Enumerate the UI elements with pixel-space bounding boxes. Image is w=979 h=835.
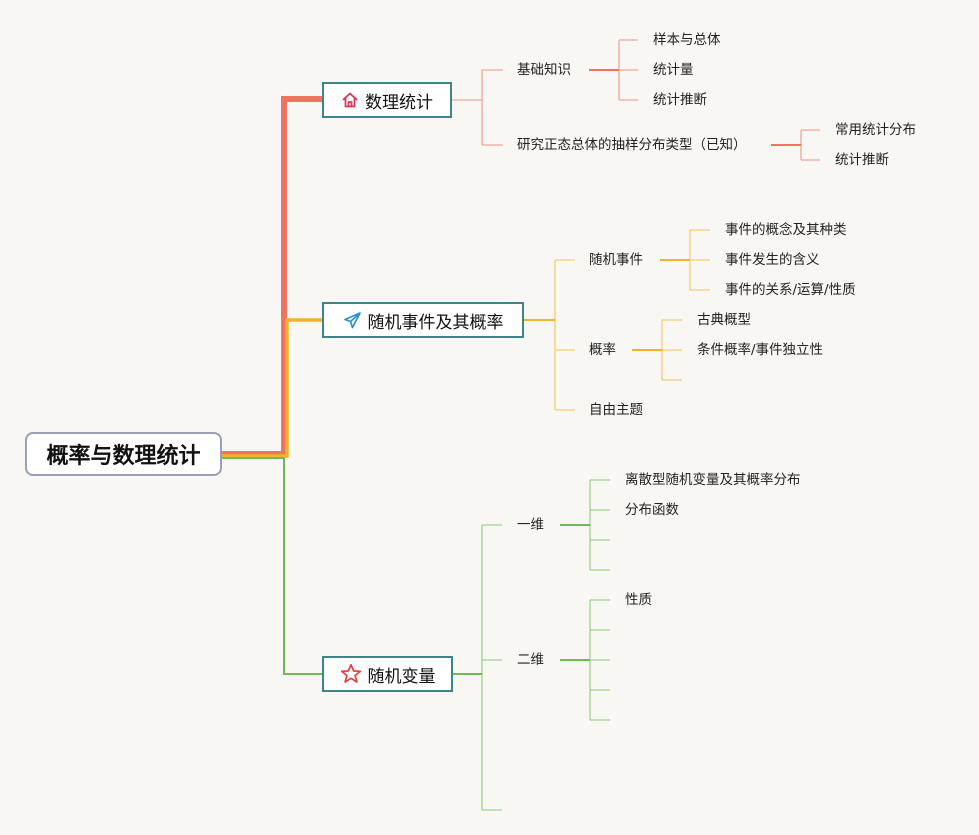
subtopic-basic-knowledge[interactable]: 基础知识 (517, 62, 571, 78)
leaf-common-distributions[interactable]: 常用统计分布 (835, 122, 916, 138)
leaf-distribution-function[interactable]: 分布函数 (625, 502, 679, 518)
root-to-topic-2-line (222, 318, 323, 458)
root-topic-label: 概率与数理统计 (46, 444, 201, 469)
home-icon (341, 91, 359, 109)
topic-label: 数理统计 (365, 92, 433, 113)
leaf-classical-probability[interactable]: 古典概型 (697, 312, 751, 328)
leaf-event-occurrence-meaning[interactable]: 事件发生的含义 (725, 252, 820, 268)
leaf-conditional-probability[interactable]: 条件概率/事件独立性 (697, 342, 824, 358)
topic-mathematical-statistics[interactable]: 数理统计 (322, 82, 452, 118)
subtopic-one-dimensional[interactable]: 一维 (517, 517, 544, 533)
topic-label: 随机事件及其概率 (367, 312, 504, 333)
leaf-sample-population[interactable]: 样本与总体 (653, 32, 721, 48)
subtopic-probability[interactable]: 概率 (589, 342, 616, 358)
star-icon (340, 663, 362, 685)
leaf-statistical-inference-2[interactable]: 统计推断 (835, 152, 889, 168)
leaf-event-relations-operations[interactable]: 事件的关系/运算/性质 (725, 282, 856, 298)
subtopic-free-topic[interactable]: 自由主题 (589, 402, 643, 418)
subtopic-two-dimensional[interactable]: 二维 (517, 652, 544, 668)
leaf-discrete-random-variable[interactable]: 离散型随机变量及其概率分布 (625, 472, 801, 488)
leaf-event-concept-types[interactable]: 事件的概念及其种类 (725, 222, 847, 238)
root-to-topic-3-line (222, 457, 323, 675)
root-to-topic-1-line (222, 96, 323, 457)
subtopic-normal-sampling-distribution[interactable]: 研究正态总体的抽样分布类型（已知） (517, 137, 747, 153)
leaf-properties[interactable]: 性质 (625, 592, 652, 608)
subtopic-random-event[interactable]: 随机事件 (589, 252, 643, 268)
root-topic[interactable]: 概率与数理统计 (25, 432, 222, 476)
topic-random-events-probability[interactable]: 随机事件及其概率 (322, 302, 524, 338)
leaf-statistical-inference[interactable]: 统计推断 (653, 92, 707, 108)
leaf-statistic[interactable]: 统计量 (653, 62, 694, 78)
topic-label: 随机变量 (367, 666, 436, 687)
topic-random-variables[interactable]: 随机变量 (322, 656, 453, 692)
paper-plane-icon (343, 311, 362, 330)
